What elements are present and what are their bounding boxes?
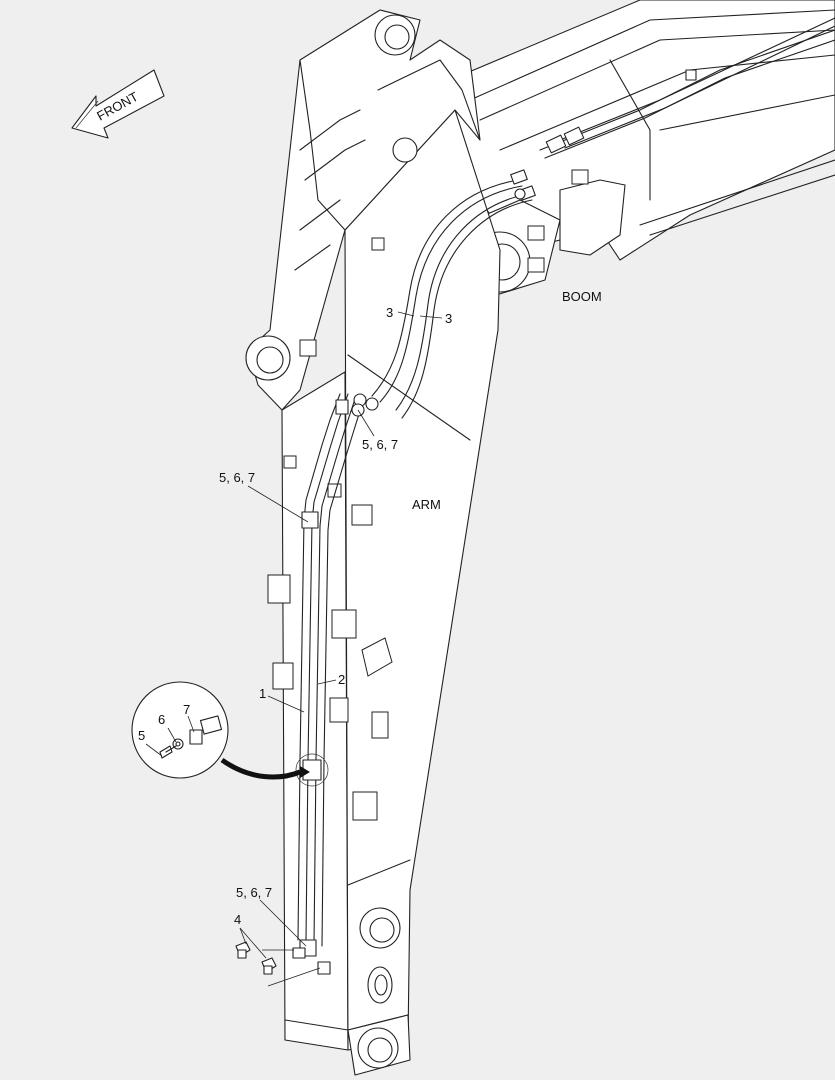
boom-structure: BOOM xyxy=(449,0,835,304)
callout-2: 2 xyxy=(338,672,345,687)
arm-structure: ARM xyxy=(245,9,501,1076)
callout-5-6-7-mid: 5, 6, 7 xyxy=(219,470,255,485)
callout-3b: 3 xyxy=(445,311,452,326)
front-direction-arrow: FRONT xyxy=(71,69,165,139)
callout-3a: 3 xyxy=(386,305,393,320)
detail-view-circle xyxy=(131,681,329,787)
callout-5-6-7-lower: 5, 6, 7 xyxy=(236,885,272,900)
callout-5-6-7-upper: 5, 6, 7 xyxy=(362,437,398,452)
arm-label: ARM xyxy=(412,497,441,512)
detail-callout-7: 7 xyxy=(183,702,190,717)
wear-pads xyxy=(267,237,393,821)
detail-callout-6: 6 xyxy=(158,712,165,727)
boom-label: BOOM xyxy=(562,289,602,304)
detail-callout-5: 5 xyxy=(138,728,145,743)
callout-1: 1 xyxy=(259,686,266,701)
callout-labels: 3 3 5, 6, 7 5, 6, 7 1 2 5, 6, 7 4 5 6 7 xyxy=(138,305,452,927)
arm-pipes xyxy=(292,393,379,975)
leader-lines xyxy=(145,311,443,987)
bolts xyxy=(235,941,277,975)
hydraulic-hoses xyxy=(371,169,536,419)
callout-4: 4 xyxy=(234,912,241,927)
